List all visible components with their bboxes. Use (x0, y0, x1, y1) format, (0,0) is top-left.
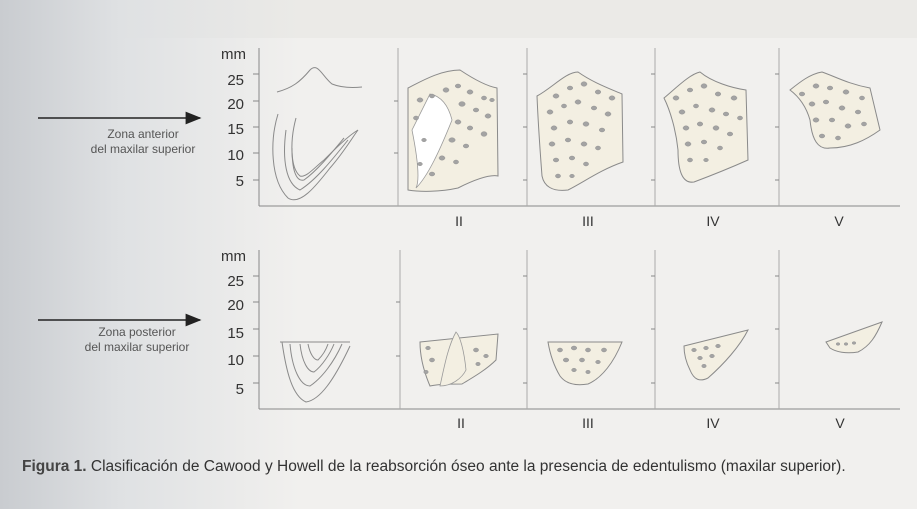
top-class-III-shape (536, 71, 624, 191)
bottom-class-II: II (457, 415, 465, 431)
bottom-class-III-shape (547, 341, 623, 386)
top-tick-25: 25 (227, 72, 244, 89)
top-class-V: V (834, 213, 844, 229)
bottom-class-I-shape (280, 341, 351, 403)
top-class-II: II (455, 213, 463, 229)
top-unit-label: mm (221, 46, 246, 63)
top-class-IV-shape (663, 71, 749, 183)
bottom-panel-frame (253, 250, 900, 410)
top-tick-15: 15 (227, 121, 244, 138)
caption-prefix: Figura 1. (22, 458, 87, 475)
left-shadow (0, 0, 300, 509)
bottom-unit-label: mm (221, 248, 246, 265)
bottom-tick-10: 10 (227, 352, 244, 369)
top-class-IV: IV (706, 213, 720, 229)
top-class-II-shape (407, 69, 499, 192)
top-tick-5: 5 (235, 173, 244, 190)
top-zone-label-line1: Zona anterior (107, 127, 179, 141)
top-class-I-shape (272, 67, 363, 201)
bottom-tick-5: 5 (235, 381, 244, 398)
bottom-class-V: V (835, 415, 845, 431)
top-panel-frame (253, 48, 900, 207)
bottom-class-IV-shape (683, 329, 749, 381)
bottom-class-IV: IV (706, 415, 720, 431)
top-tick-20: 20 (227, 96, 244, 113)
top-class-V-shape (789, 71, 881, 149)
bottom-bone-granules (423, 341, 857, 374)
bottom-tick-20: 20 (227, 297, 244, 314)
figure-caption: Figura 1. Clasificación de Cawood y Howe… (22, 458, 846, 476)
top-bone-granules (413, 81, 867, 179)
bottom-tick-25: 25 (227, 273, 244, 290)
top-tick-10: 10 (227, 147, 244, 164)
bottom-class-V-shape (825, 321, 883, 354)
bottom-zone-label-line2: del maxilar superior (84, 340, 190, 354)
top-zone-label-line2: del maxilar superior (90, 142, 196, 156)
caption-text: Clasificación de Cawood y Howell de la r… (86, 458, 846, 475)
bottom-tick-15: 15 (227, 325, 244, 342)
bottom-zone-label-line1: Zona posterior (98, 325, 176, 339)
bottom-class-III: III (582, 415, 594, 431)
top-class-III: III (582, 213, 594, 229)
bottom-class-II-shape (419, 331, 499, 387)
